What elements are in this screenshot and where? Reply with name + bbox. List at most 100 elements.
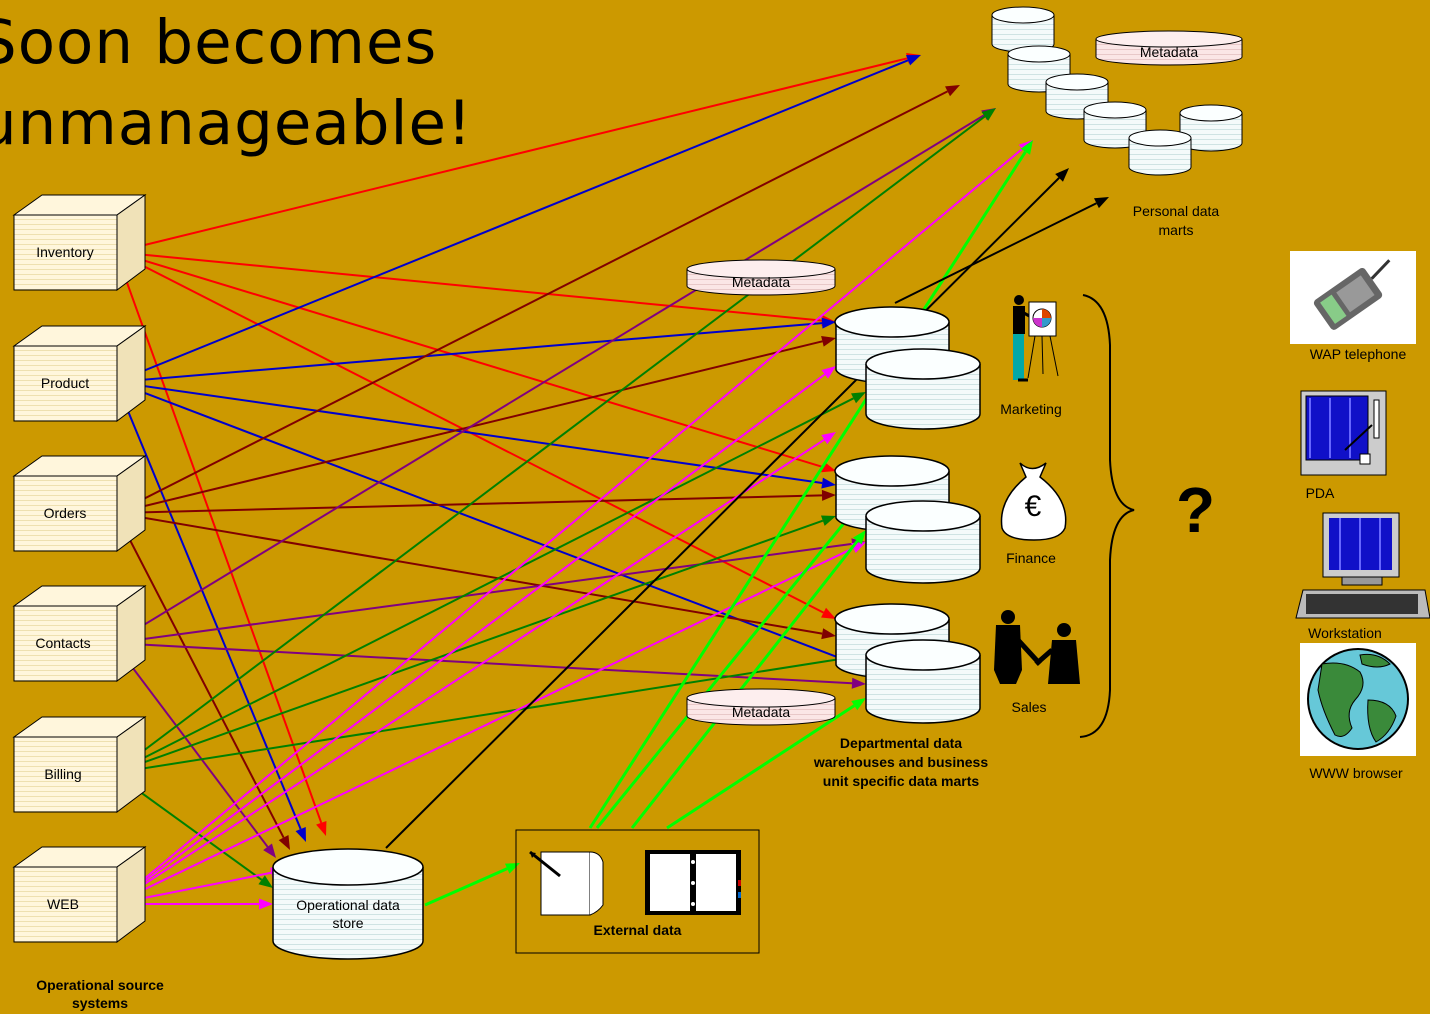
departmental-caption: Departmental data warehouses and busines… <box>813 735 989 789</box>
flow-arrow-line <box>115 381 302 830</box>
flow-arrowhead <box>853 530 866 545</box>
source-label-product: Product <box>41 375 89 391</box>
pda-icon <box>1300 390 1387 476</box>
flow-arrow-line <box>115 512 285 839</box>
source-box-web <box>12 846 147 943</box>
flow-arrowhead <box>295 826 306 842</box>
flow-arrow-line <box>666 704 856 830</box>
flow-arrowhead <box>316 820 327 836</box>
flow-arrow-line <box>113 114 985 644</box>
ods-cylinder <box>272 848 424 960</box>
source-box-product <box>12 325 147 422</box>
flow-arrow-line <box>115 381 854 664</box>
flow-arrows <box>113 52 1109 910</box>
flow-arrowhead <box>821 628 836 640</box>
flow-arrowhead <box>821 607 836 619</box>
question-mark: ? <box>1176 474 1216 546</box>
metadata-disc <box>686 259 836 296</box>
flow-arrowhead <box>851 698 866 711</box>
flow-arrow-line <box>115 57 908 253</box>
external-data-caption: External data <box>593 922 682 938</box>
ods-label: Operational data store <box>296 897 400 931</box>
flow-arrowhead <box>1020 140 1033 155</box>
flow-arrowhead <box>851 677 866 689</box>
globe-icon <box>1300 643 1416 756</box>
flow-arrow-line <box>424 867 508 907</box>
personal-mart-disc <box>1128 129 1192 176</box>
euro-moneybag-icon: € <box>1000 462 1067 541</box>
flow-arrow-line <box>113 519 824 774</box>
flow-arrow-line <box>115 381 823 485</box>
curly-brace <box>1079 294 1135 738</box>
flow-arrow-line <box>113 148 1023 905</box>
metadata-label: Metadata <box>732 274 791 290</box>
source-box-contacts <box>12 585 147 682</box>
source-systems-caption: Operational source systems <box>36 977 164 1011</box>
source-label-orders: Orders <box>44 505 87 521</box>
flow-arrowhead <box>821 489 836 501</box>
flow-arrow-line <box>113 373 826 905</box>
flow-arrow-line <box>385 177 1060 849</box>
flow-arrowhead <box>263 843 276 858</box>
source-label-contacts: Contacts <box>35 635 90 651</box>
binder-icon <box>645 850 741 915</box>
wap-telephone-icon <box>1290 251 1416 344</box>
flow-arrow-line <box>113 547 854 905</box>
flow-arrowhead <box>278 835 290 850</box>
source-box-orders <box>12 455 147 552</box>
flow-arrowhead <box>821 317 836 329</box>
device-label-wap: WAP telephone <box>1309 346 1407 362</box>
device-label-pda: PDA <box>1305 485 1335 501</box>
personal-mart-disc <box>1179 104 1243 152</box>
flow-arrowhead <box>981 108 996 121</box>
page-title: Soon becomes unmanageable! <box>0 7 473 159</box>
metadata-disc <box>1095 30 1243 66</box>
personal-mart-disc <box>991 6 1055 53</box>
flow-arrowhead <box>821 432 836 445</box>
unit-label-sales: Sales <box>1011 699 1047 715</box>
flow-arrowhead <box>820 515 836 526</box>
workstation-icon <box>1295 512 1430 619</box>
metadata-label: Metadata <box>732 704 791 720</box>
external-data-box <box>515 829 760 954</box>
flow-arrowhead <box>259 898 273 910</box>
dw-cylinder <box>865 500 981 584</box>
flow-arrow-line <box>113 542 853 644</box>
svg-text:€: € <box>1025 490 1042 523</box>
flow-arrow-line <box>115 322 823 383</box>
flow-arrow-line <box>894 202 1097 304</box>
flow-arrowhead <box>258 875 273 888</box>
source-label-billing: Billing <box>44 766 81 782</box>
flow-arrow-line <box>113 438 825 905</box>
flow-arrowhead <box>1055 168 1069 182</box>
flow-arrow-line <box>115 90 948 514</box>
flow-arrowhead <box>821 477 836 489</box>
unit-label-marketing: Marketing <box>1000 401 1062 417</box>
device-label-www: WWW browser <box>1309 765 1403 781</box>
source-label-web: WEB <box>47 896 79 912</box>
flow-arrow-line <box>115 251 823 468</box>
personal-marts-caption: Personal data marts <box>1132 203 1220 238</box>
flow-arrow-line <box>115 59 909 383</box>
flow-arrow-line <box>113 115 986 774</box>
flow-arrowhead <box>851 392 866 404</box>
flow-arrow-line <box>113 397 854 774</box>
flow-arrow-line <box>115 512 823 635</box>
flow-arrowhead <box>821 366 836 379</box>
presenter-icon <box>1013 295 1059 382</box>
flow-arrow-line <box>115 251 323 824</box>
unit-label-finance: Finance <box>1006 550 1056 566</box>
source-label-inventory: Inventory <box>36 244 94 260</box>
metadata-label: Metadata <box>1140 44 1199 60</box>
handshake-icon <box>994 610 1080 684</box>
metadata-disc <box>686 688 836 726</box>
device-label-workstation: Workstation <box>1308 625 1382 641</box>
flow-arrow-line <box>630 540 859 829</box>
flow-arrowhead <box>945 85 960 97</box>
flow-arrowhead <box>821 335 836 347</box>
flow-arrow-line <box>113 656 853 774</box>
flow-arrowhead <box>1094 197 1109 209</box>
dw-cylinder <box>865 348 981 430</box>
notepad-icon <box>529 850 604 916</box>
